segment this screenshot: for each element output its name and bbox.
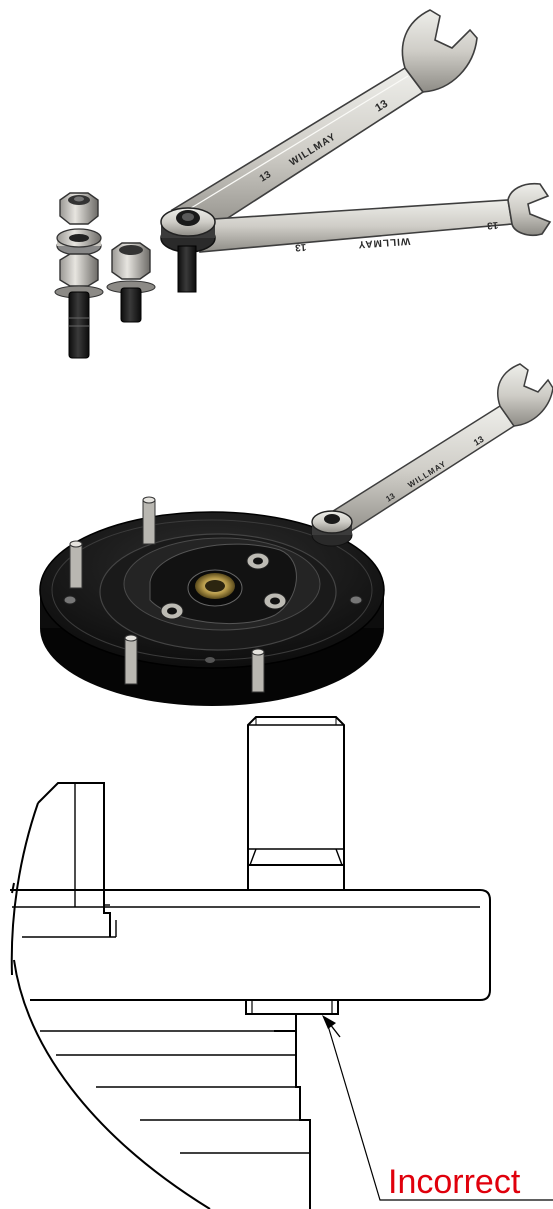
incorrect-callout: Incorrect [322, 1015, 553, 1201]
mount-plate-drawing: 13 WILLMAY 13 [39, 363, 553, 706]
wrench-and-fasteners-panel: 13 WILLMAY 13 WILLMAY 13 13 [0, 0, 553, 360]
section-stud-bottom [245, 999, 339, 1015]
plate-wrench: 13 WILLMAY 13 [311, 363, 553, 547]
upper-wrench-size-mark: 13 [373, 98, 390, 115]
left-stud [68, 291, 90, 359]
lower-wrench: WILLMAY 13 13 [197, 182, 552, 253]
wrench-ratchet-head [160, 207, 216, 293]
section-plate [10, 882, 491, 1001]
section-stud [247, 716, 345, 891]
section-detail-drawing: Incorrect [10, 716, 553, 1209]
section-detail-panel: Incorrect [0, 715, 553, 1209]
mount-plate-panel: 13 WILLMAY 13 [0, 360, 553, 715]
incorrect-label: Incorrect [388, 1163, 521, 1201]
lower-wrench-size-mark: 13 [294, 241, 306, 253]
lower-wrench-brand-mark: WILLMAY [357, 235, 410, 250]
section-lower-body [13, 959, 311, 1209]
left-washer [56, 228, 102, 256]
middle-nut-with-stud [106, 242, 156, 323]
plate-studs [69, 496, 265, 693]
section-wall [10, 782, 111, 976]
plate-bolt-holes [160, 552, 287, 620]
plate-wrench-size-mark: 13 [472, 434, 486, 448]
wrench-and-fasteners-drawing: 13 WILLMAY 13 WILLMAY 13 13 [54, 9, 552, 359]
lower-wrench-size-mark-2: 13 [486, 219, 498, 231]
left-flange-nut [54, 253, 104, 299]
left-nut [59, 192, 99, 225]
upper-wrench: 13 WILLMAY 13 [170, 9, 478, 238]
